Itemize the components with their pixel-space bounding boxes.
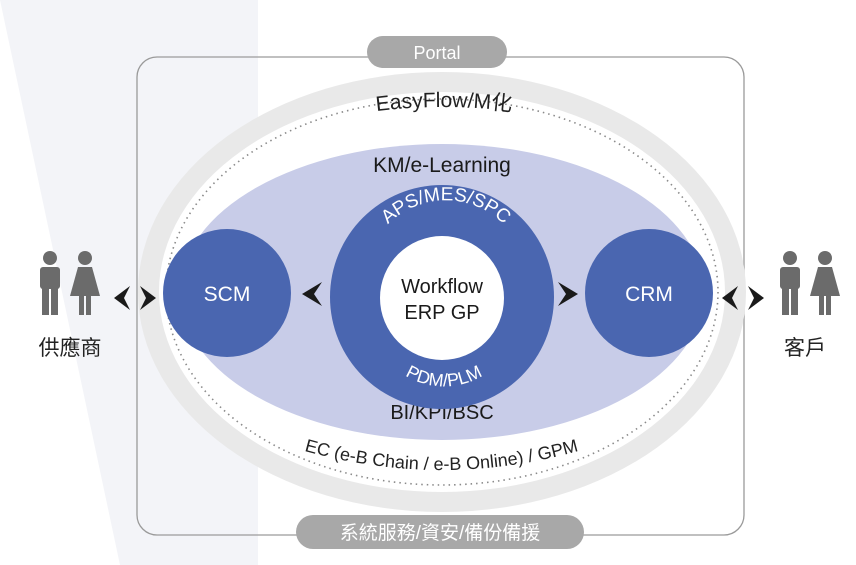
dotted-ring (165, 98, 719, 486)
outer-top-label: EasyFlow/M化 (374, 89, 513, 116)
scm-label: SCM (204, 283, 251, 306)
supplier-people-icon (40, 251, 100, 315)
chevron-left-icon (302, 282, 322, 306)
core-line1: Workflow (401, 276, 483, 298)
customer-people-icon (780, 251, 840, 315)
background-wedge (0, 0, 258, 565)
middle-bottom-label: BI/KPI/BSC (390, 402, 493, 424)
scm-circle[interactable] (163, 229, 291, 357)
crm-circle[interactable] (585, 229, 713, 357)
portal-pill[interactable] (367, 36, 507, 68)
bidirectional-arrow-icon (722, 286, 764, 310)
footer-pill[interactable] (296, 515, 584, 549)
customer-label: 客戶 (784, 337, 826, 360)
middle-top-label: KM/e-Learning (373, 154, 511, 177)
chevron-right-icon (558, 282, 578, 306)
core-line2: ERP GP (404, 302, 479, 324)
supplier-label: 供應商 (39, 336, 102, 360)
portal-label: Portal (413, 43, 460, 63)
crm-label: CRM (625, 283, 673, 306)
bidirectional-arrow-icon (114, 286, 156, 310)
footer-label: 系統服務/資安/備份備援 (340, 522, 541, 544)
core-inner-circle (380, 236, 504, 360)
